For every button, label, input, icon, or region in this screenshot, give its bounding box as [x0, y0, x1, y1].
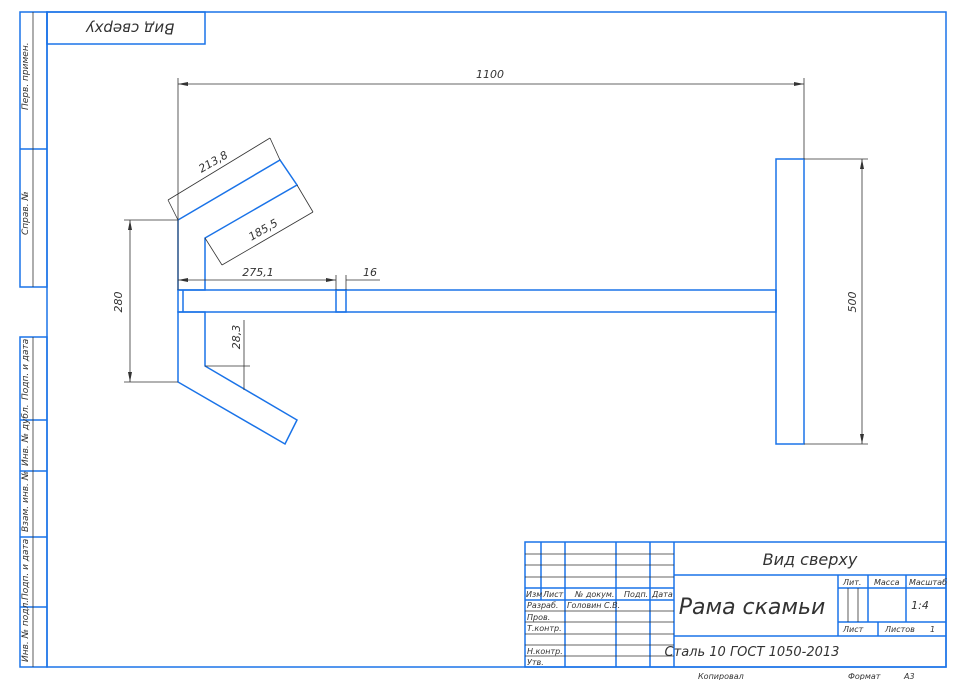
- header-cell: № докум.: [574, 590, 614, 599]
- left-strip-label: Справ. №: [21, 191, 31, 235]
- sheets-label: Листов: [884, 625, 915, 634]
- pipe-section: [335, 289, 347, 313]
- crossbar: [775, 158, 805, 445]
- mass-label: Масса: [874, 578, 900, 587]
- copied-label: Копировал: [698, 672, 744, 680]
- dimensions: 1100 213,8 185,5 275,1 16 280 28,3: [112, 68, 868, 445]
- sheet-label: Лист: [842, 625, 864, 634]
- left-strip-label: Перв. примен.: [21, 42, 31, 110]
- header-cell: Изм: [526, 590, 542, 599]
- title-block: Изм Лист № докум. Подп. Дата Разраб. Про…: [524, 541, 947, 680]
- left-strip-label: Подп. и дата: [21, 539, 31, 600]
- header-cell: Лист: [542, 590, 564, 599]
- developer-name: Головин С.В.: [567, 601, 620, 610]
- dim-pipe-width: 16: [363, 266, 377, 279]
- main-beam: [177, 289, 777, 313]
- left-strip-label: Инв. № дубл.: [21, 404, 31, 466]
- top-stamp: [46, 11, 206, 45]
- row-label: Н.контр.: [527, 647, 563, 656]
- format-value: А3: [903, 672, 915, 680]
- dim-beam-offset: 275,1: [242, 266, 274, 279]
- format-label: Формат: [848, 672, 881, 680]
- material: Сталь 10 ГОСТ 1050-2013: [665, 645, 840, 660]
- left-strip-label: Инв. № подл.: [21, 600, 31, 662]
- row-label: Разраб.: [527, 601, 558, 610]
- upper-bracket: [177, 158, 299, 291]
- part-name: Рама скамьи: [679, 595, 826, 620]
- header-cell: Подп.: [624, 590, 648, 599]
- top-stamp-text: Вид сверху: [84, 20, 174, 38]
- scale-label: Масштаб: [909, 578, 947, 587]
- row-label: Т.контр.: [527, 624, 562, 633]
- dim-inner-drop: 28,3: [230, 325, 243, 350]
- left-strip-bottom: [19, 336, 48, 668]
- row-label: Пров.: [527, 613, 550, 622]
- left-strip-label: Взам. инв. №: [21, 471, 31, 532]
- bench-frame-part: [177, 158, 805, 446]
- dim-bracket-height: 280: [112, 292, 125, 313]
- sheets-value: 1: [930, 625, 935, 634]
- dim-arm-length: 213,8: [196, 148, 230, 175]
- left-strip-label: Подп. и дата: [21, 339, 31, 400]
- row-label: Утв.: [527, 658, 544, 667]
- dim-overall-length: 1100: [476, 68, 504, 81]
- header-cell: Дата: [651, 590, 673, 599]
- dim-crossbar-length: 500: [846, 292, 859, 313]
- view-title: Вид сверху: [763, 550, 858, 569]
- lit-label: Лит.: [842, 578, 861, 587]
- scale-value: 1:4: [911, 599, 929, 612]
- dim-arm-inner: 185,5: [246, 216, 280, 243]
